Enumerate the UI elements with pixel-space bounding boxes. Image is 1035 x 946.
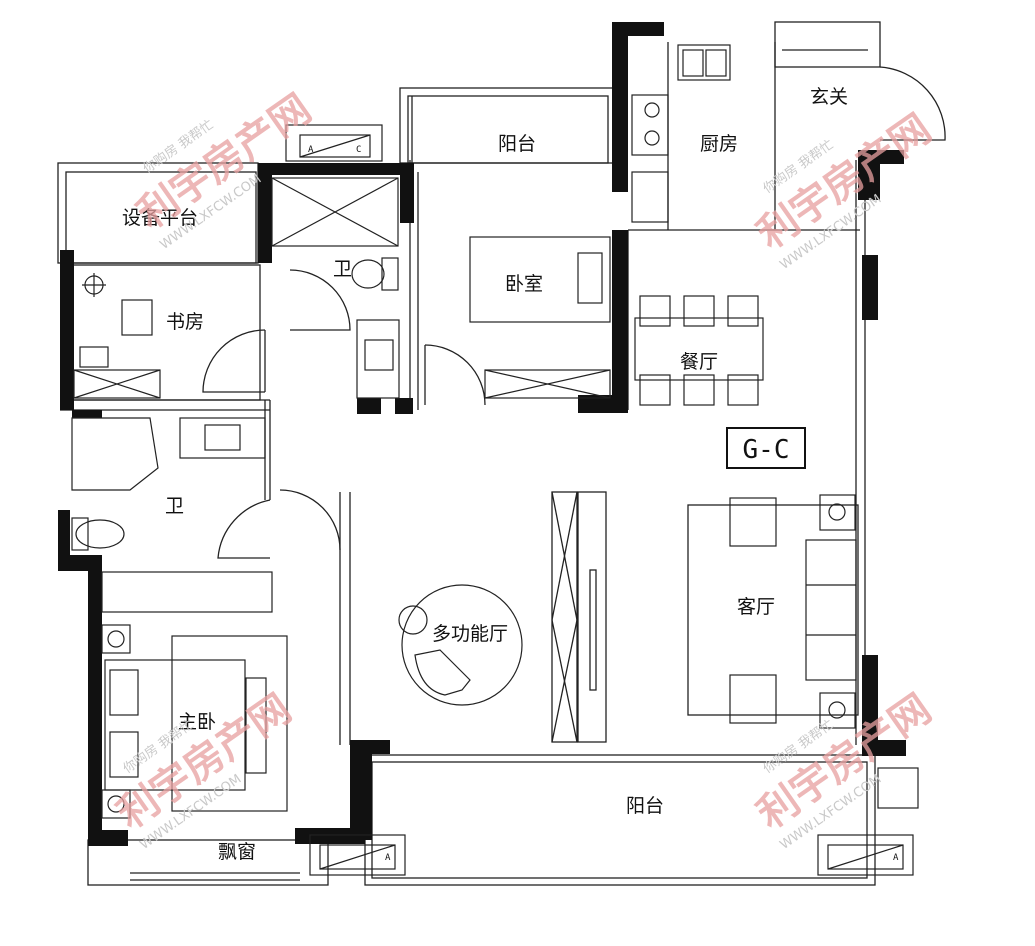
room-kitchen: 厨房 — [700, 133, 738, 155]
wardrobe-bedroom — [484, 369, 611, 399]
plan-code-label: G-C — [743, 435, 790, 465]
bath-mid-door-swing — [217, 499, 271, 559]
room-bedroom: 卧室 — [505, 273, 543, 295]
study-chair — [121, 299, 153, 336]
sink-mid — [179, 417, 266, 459]
ac-unit-top — [285, 124, 383, 162]
watermark-2: 利宇房产网 你购房 我帮忙 WWW.LXFCW.COM — [749, 106, 939, 273]
round-table — [401, 584, 523, 706]
fixtures — [71, 44, 919, 876]
entrance-door-swing — [879, 66, 946, 141]
master-wardrobe — [101, 571, 273, 613]
sink-top — [356, 319, 400, 399]
bed-bedroom — [469, 236, 611, 323]
shower-mid — [71, 417, 159, 491]
bath-top-door-swing — [289, 269, 351, 331]
room-living: 客厅 — [737, 596, 775, 618]
room-multi-hall: 多功能厅 — [432, 623, 508, 645]
ac-label-a-bl: A — [385, 853, 391, 863]
room-dining: 餐厅 — [680, 351, 718, 373]
watermark-3: 利宇房产网 你购房 我帮忙 WWW.LXFCW.COM — [109, 686, 299, 853]
room-bathroom-top: 卫 — [333, 258, 352, 280]
room-balcony-bottom: 阳台 — [626, 795, 664, 817]
room-master-bedroom: 主卧 — [178, 711, 216, 733]
ac-label-c: C — [356, 145, 361, 155]
doors — [202, 66, 946, 559]
room-study: 书房 — [166, 311, 204, 333]
fridge — [631, 171, 669, 223]
bedroom-door-swing — [424, 344, 486, 406]
room-entrance: 玄关 — [810, 86, 848, 108]
kitchen-sink — [677, 44, 731, 81]
watermark-4: 利宇房产网 你购房 我帮忙 WWW.LXFCW.COM — [749, 686, 939, 853]
shower-top — [271, 177, 399, 247]
study-door-swing — [202, 329, 266, 393]
bath-mid-door-swing-2 — [279, 489, 341, 551]
room-bathroom-mid: 卫 — [165, 495, 184, 517]
ac-unit-bottom-right — [817, 834, 914, 876]
room-bay-window: 飘窗 — [218, 841, 256, 863]
ac-label-a: A — [308, 145, 314, 155]
plan-code: G-C — [726, 427, 806, 469]
watermark-1: 利宇房产网 你购房 我帮忙 WWW.LXFCW.COM — [129, 86, 319, 253]
bed-master — [104, 659, 246, 791]
toilet-top — [381, 257, 399, 291]
sofa-main — [805, 539, 857, 681]
stove — [631, 94, 669, 156]
dining-table — [634, 317, 764, 381]
ac-unit-bottom-left — [309, 834, 406, 876]
ac-label-a-br: A — [893, 853, 899, 863]
study-wardrobe — [73, 369, 161, 399]
room-equipment-platform: 设备平台 — [122, 207, 198, 229]
room-balcony-top: 阳台 — [498, 133, 536, 155]
walls — [58, 22, 906, 846]
toilet-mid — [71, 517, 89, 551]
